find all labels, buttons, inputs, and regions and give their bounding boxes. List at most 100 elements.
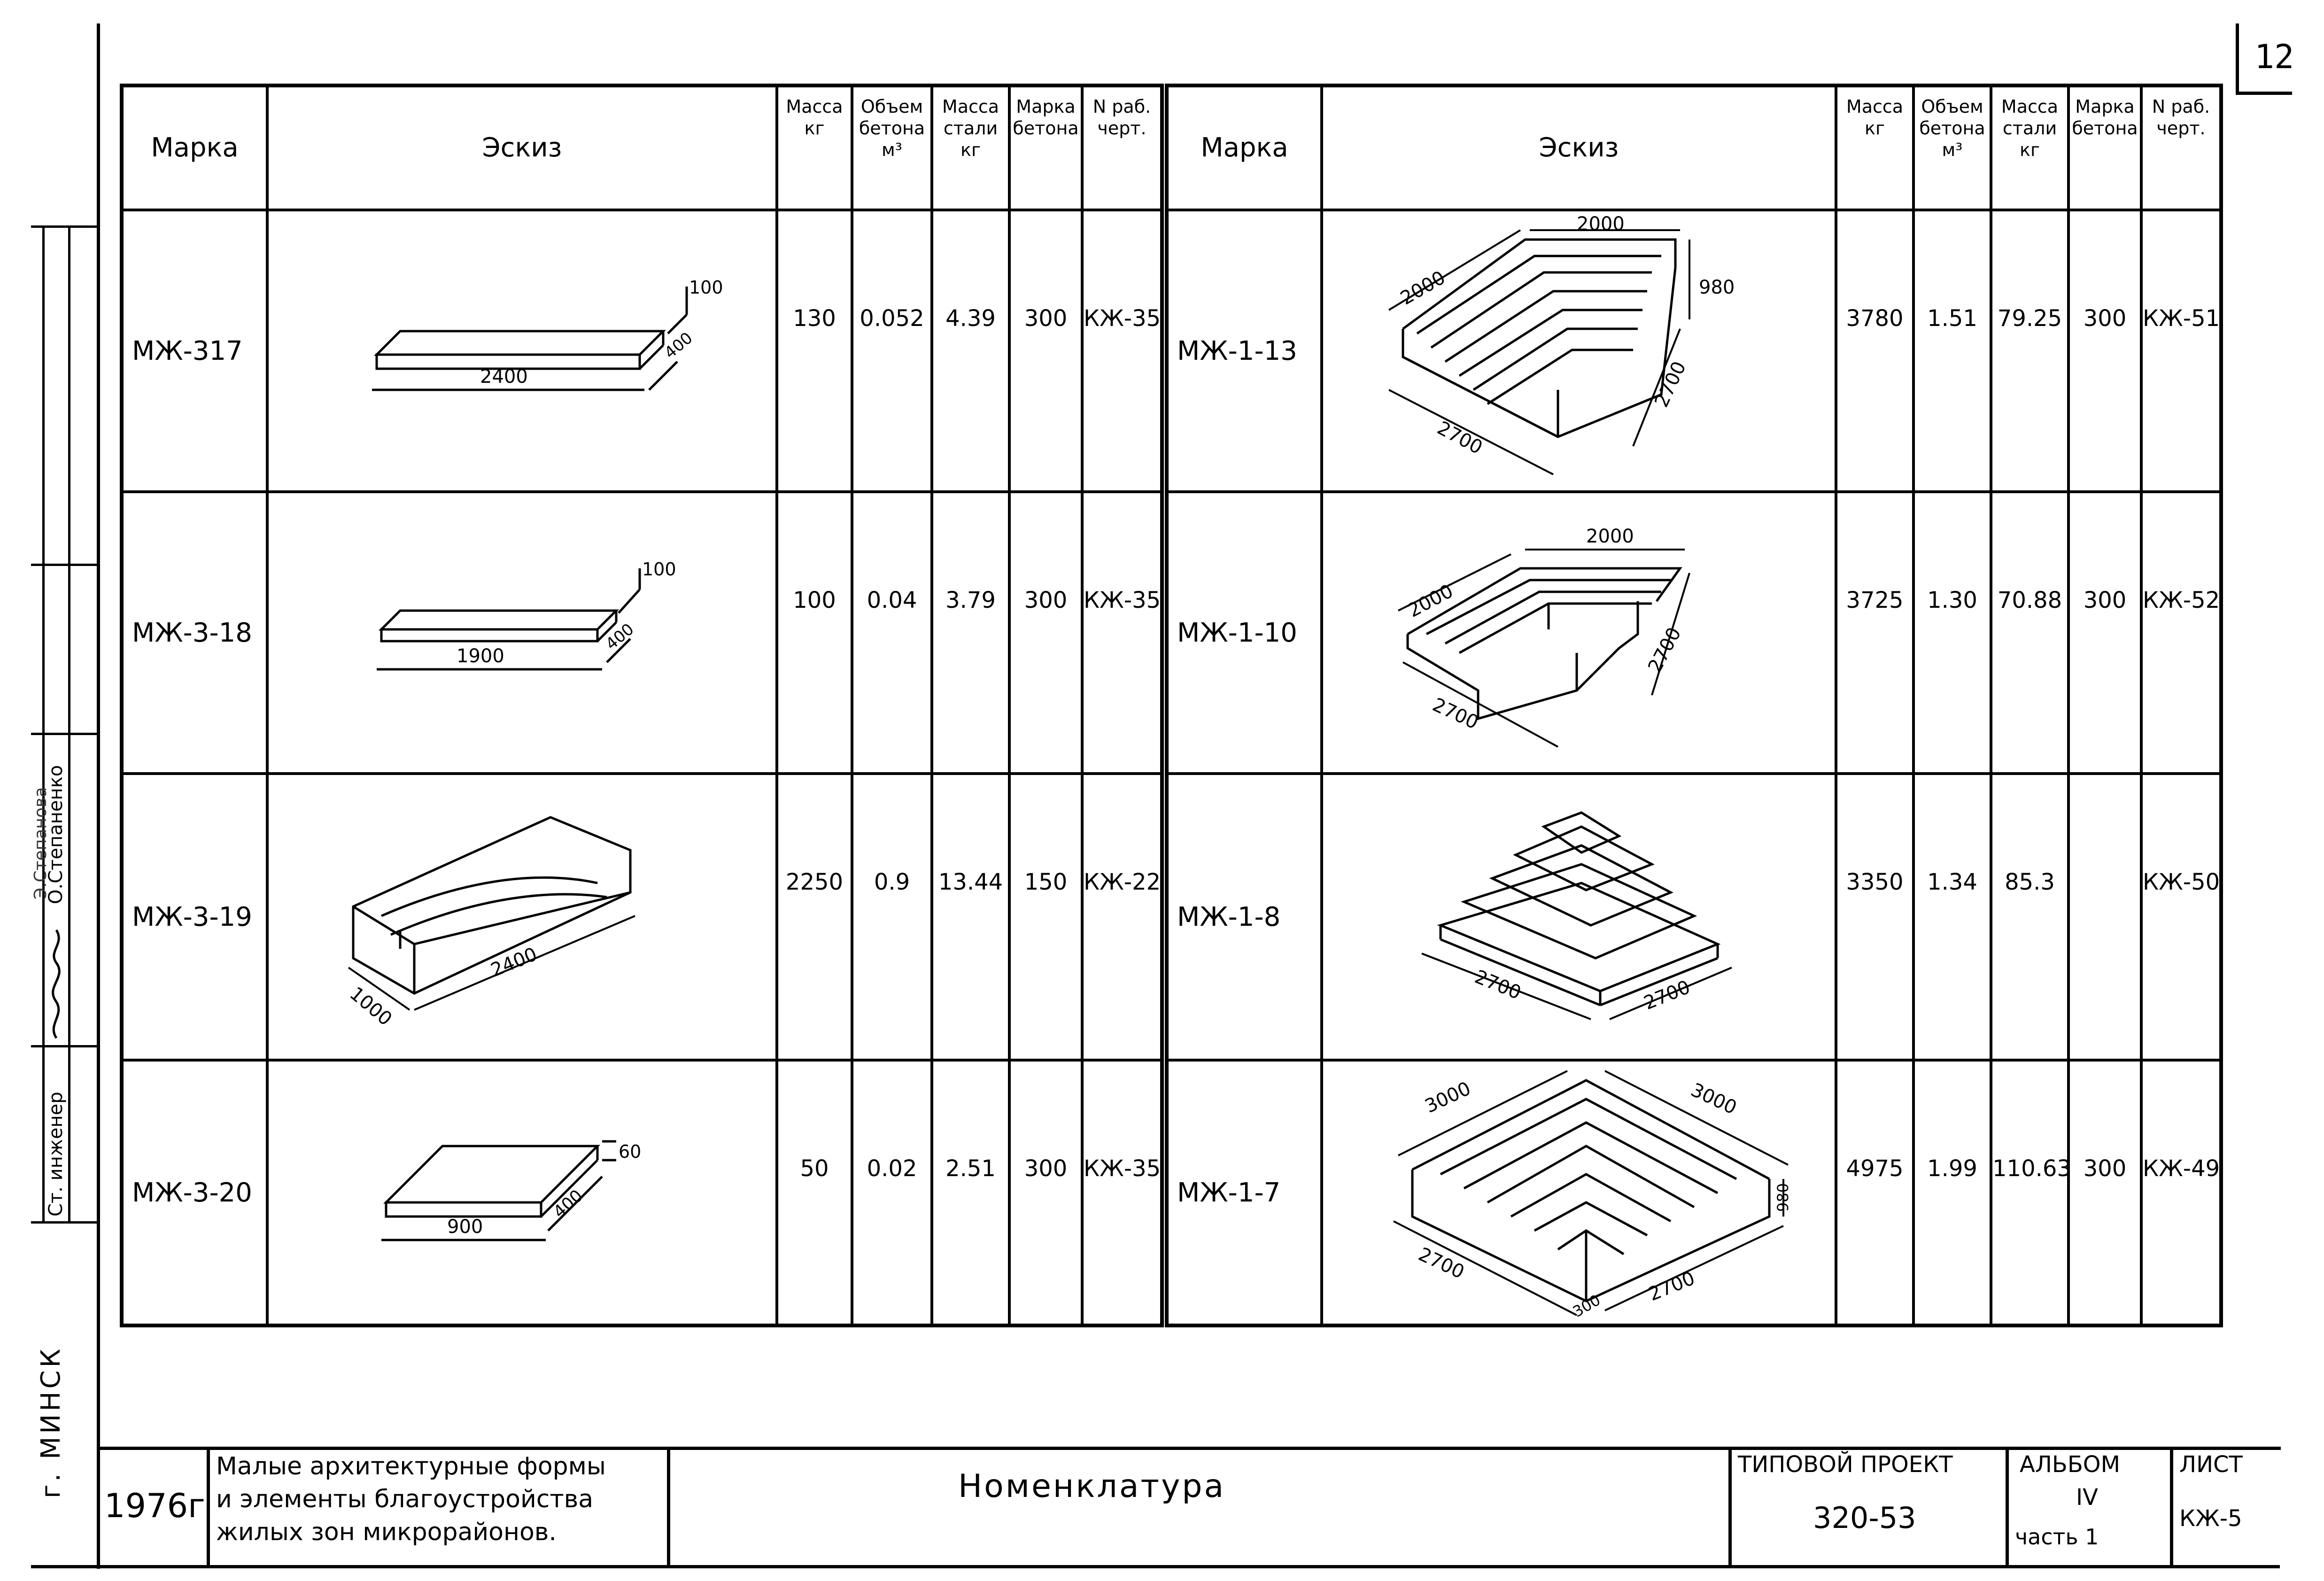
header-grade: Марка бетона bbox=[2067, 84, 2143, 211]
tb-sep-3 bbox=[1728, 1447, 1732, 1566]
frame-bottom bbox=[31, 1565, 2280, 1568]
stamp-line-2 bbox=[68, 225, 70, 1221]
row-grade: 300 bbox=[2067, 209, 2143, 493]
header-grade: Марка бетона bbox=[1008, 84, 1084, 211]
row-grade: 300 bbox=[1008, 490, 1084, 775]
row-mass: 2250 bbox=[775, 772, 853, 1062]
header-drawing: N раб. черт. bbox=[2140, 84, 2223, 211]
row-mark: МЖ-1-7 bbox=[1165, 1059, 1323, 1327]
stamp-city: г. МИНСК bbox=[36, 1346, 66, 1498]
title-year: 1976г bbox=[104, 1487, 205, 1525]
stamp-role: Ст. инженер bbox=[45, 1092, 67, 1217]
row-volume: 0.04 bbox=[851, 490, 933, 775]
album-number: IV bbox=[2076, 1484, 2098, 1511]
project-title-line-3: жилых зон микрорайонов. bbox=[216, 1518, 557, 1546]
tb-sep-2 bbox=[667, 1447, 670, 1566]
svg-text:2400: 2400 bbox=[488, 943, 541, 981]
table-row: МЖ-1-7 bbox=[1165, 1059, 2223, 1327]
sketch-slab-icon: 1900 100 400 bbox=[377, 559, 676, 671]
svg-text:100: 100 bbox=[642, 559, 676, 580]
svg-text:3000: 3000 bbox=[1688, 1079, 1740, 1119]
sketch-curved-block-icon: 1000 2400 bbox=[346, 816, 635, 1030]
header-steel: Масса стали кг bbox=[1990, 84, 2070, 211]
svg-text:60: 60 bbox=[619, 1141, 641, 1162]
row-mass: 50 bbox=[775, 1059, 853, 1327]
svg-text:400: 400 bbox=[602, 620, 637, 654]
header-volume: Объем бетона м³ bbox=[1912, 84, 1992, 211]
row-mark: МЖ-3-19 bbox=[120, 772, 269, 1062]
svg-text:400: 400 bbox=[550, 1186, 587, 1222]
tb-sep-4 bbox=[2006, 1447, 2009, 1566]
sketch-inverted-stairs-icon: 3000 3000 980 2700 300 2700 bbox=[1393, 1070, 1792, 1321]
header-sketch: Эскиз bbox=[1320, 84, 1837, 211]
row-mark: МЖ-1-8 bbox=[1165, 772, 1323, 1062]
row-drawing: КЖ-49 bbox=[2140, 1059, 2223, 1327]
svg-text:2000: 2000 bbox=[1577, 213, 1625, 235]
sketch-cell: 1000 2400 bbox=[266, 772, 778, 1062]
svg-text:2700: 2700 bbox=[1415, 1243, 1468, 1283]
stamp-name-partial: Э.Степанова bbox=[31, 787, 50, 899]
svg-text:2700: 2700 bbox=[1644, 624, 1685, 676]
header-steel: Масса стали кг bbox=[930, 84, 1011, 211]
row-drawing: КЖ-52 bbox=[2140, 490, 2223, 775]
row-volume: 0.9 bbox=[851, 772, 933, 1062]
table-row: МЖ-317 2400 100 400 130 0.052 4.39 300 К… bbox=[120, 209, 1163, 493]
svg-text:2700: 2700 bbox=[1646, 1267, 1698, 1305]
title-block-top bbox=[97, 1447, 2281, 1450]
row-mark: МЖ-3-18 bbox=[120, 490, 269, 775]
row-volume: 1.51 bbox=[1912, 209, 1992, 493]
nomenclature-table-right: Марка Эскиз Масса кг Объем бетона м³ Мас… bbox=[1165, 84, 2223, 1327]
header-mark: Марка bbox=[120, 84, 269, 211]
row-volume: 0.02 bbox=[851, 1059, 933, 1327]
svg-text:3000: 3000 bbox=[1422, 1077, 1474, 1117]
row-mark: МЖ-1-10 bbox=[1165, 490, 1323, 775]
sheet-title: Номенклатура bbox=[958, 1468, 1226, 1505]
sketch-corner-stairs-icon: 2000 2000 2700 2700 bbox=[1398, 526, 1690, 748]
svg-text:2700: 2700 bbox=[1641, 976, 1694, 1014]
sketch-cell: 900 60 400 bbox=[266, 1059, 778, 1327]
row-grade: 300 bbox=[2067, 490, 2143, 775]
row-grade: 300 bbox=[2067, 1059, 2143, 1327]
table-row: МЖ-1-8 2700 2700 bbox=[1165, 772, 2223, 1062]
svg-text:2000: 2000 bbox=[1404, 580, 1456, 621]
sketch-cell: 2400 100 400 bbox=[266, 209, 778, 493]
header-mass: Масса кг bbox=[1835, 84, 1915, 211]
stamp-h-3 bbox=[31, 733, 97, 735]
stamp-line-1 bbox=[42, 225, 45, 1221]
row-mark: МЖ-317 bbox=[120, 209, 269, 493]
row-steel: 110.63 bbox=[1990, 1059, 2070, 1327]
row-mass: 130 bbox=[775, 209, 853, 493]
nomenclature-table-left: Марка Эскиз Масса кг Объем бетона м³ Мас… bbox=[120, 84, 1164, 1327]
svg-text:2700: 2700 bbox=[1433, 417, 1486, 458]
stamp-h-4 bbox=[31, 1045, 97, 1047]
row-grade: 150 bbox=[1008, 772, 1084, 1062]
row-mark: МЖ-1-13 bbox=[1165, 209, 1323, 493]
row-volume: 0.052 bbox=[851, 209, 933, 493]
header-sketch: Эскиз bbox=[266, 84, 778, 211]
svg-text:1000: 1000 bbox=[346, 983, 396, 1030]
row-mark: МЖ-3-20 bbox=[120, 1059, 269, 1327]
row-grade: 300 bbox=[1008, 209, 1084, 493]
svg-text:400: 400 bbox=[661, 329, 696, 363]
sketch-corner-stairs-icon: 2000 2000 980 2700 2700 bbox=[1388, 213, 1735, 475]
signature bbox=[52, 929, 61, 1039]
table-row: МЖ-3-19 1000 2400 225 bbox=[120, 772, 1163, 1062]
table-row: МЖ-1-13 bbox=[1165, 209, 2223, 493]
frame-right-stub-h bbox=[2236, 92, 2292, 95]
row-steel: 70.88 bbox=[1990, 490, 2070, 775]
sheet-code: КЖ-5 bbox=[2179, 1505, 2242, 1532]
row-drawing: КЖ-35 bbox=[1081, 1059, 1163, 1327]
svg-text:2000: 2000 bbox=[1586, 526, 1634, 547]
stamp-h-1 bbox=[31, 225, 97, 228]
sheet-label: ЛИСТ bbox=[2179, 1451, 2243, 1478]
row-drawing: КЖ-50 bbox=[2140, 772, 2223, 1062]
row-steel: 85.3 bbox=[1990, 772, 2070, 1062]
table-row: МЖ-3-18 1900 100 400 100 0.04 3.79 300 К… bbox=[120, 490, 1163, 775]
frame-right-stub bbox=[2236, 23, 2239, 94]
row-drawing: КЖ-35 bbox=[1081, 209, 1163, 493]
svg-text:900: 900 bbox=[447, 1216, 483, 1238]
row-drawing: КЖ-35 bbox=[1081, 490, 1163, 775]
svg-text:100: 100 bbox=[689, 277, 723, 298]
sketch-cell: 2700 2700 bbox=[1320, 772, 1837, 1062]
row-grade bbox=[2067, 772, 2143, 1062]
